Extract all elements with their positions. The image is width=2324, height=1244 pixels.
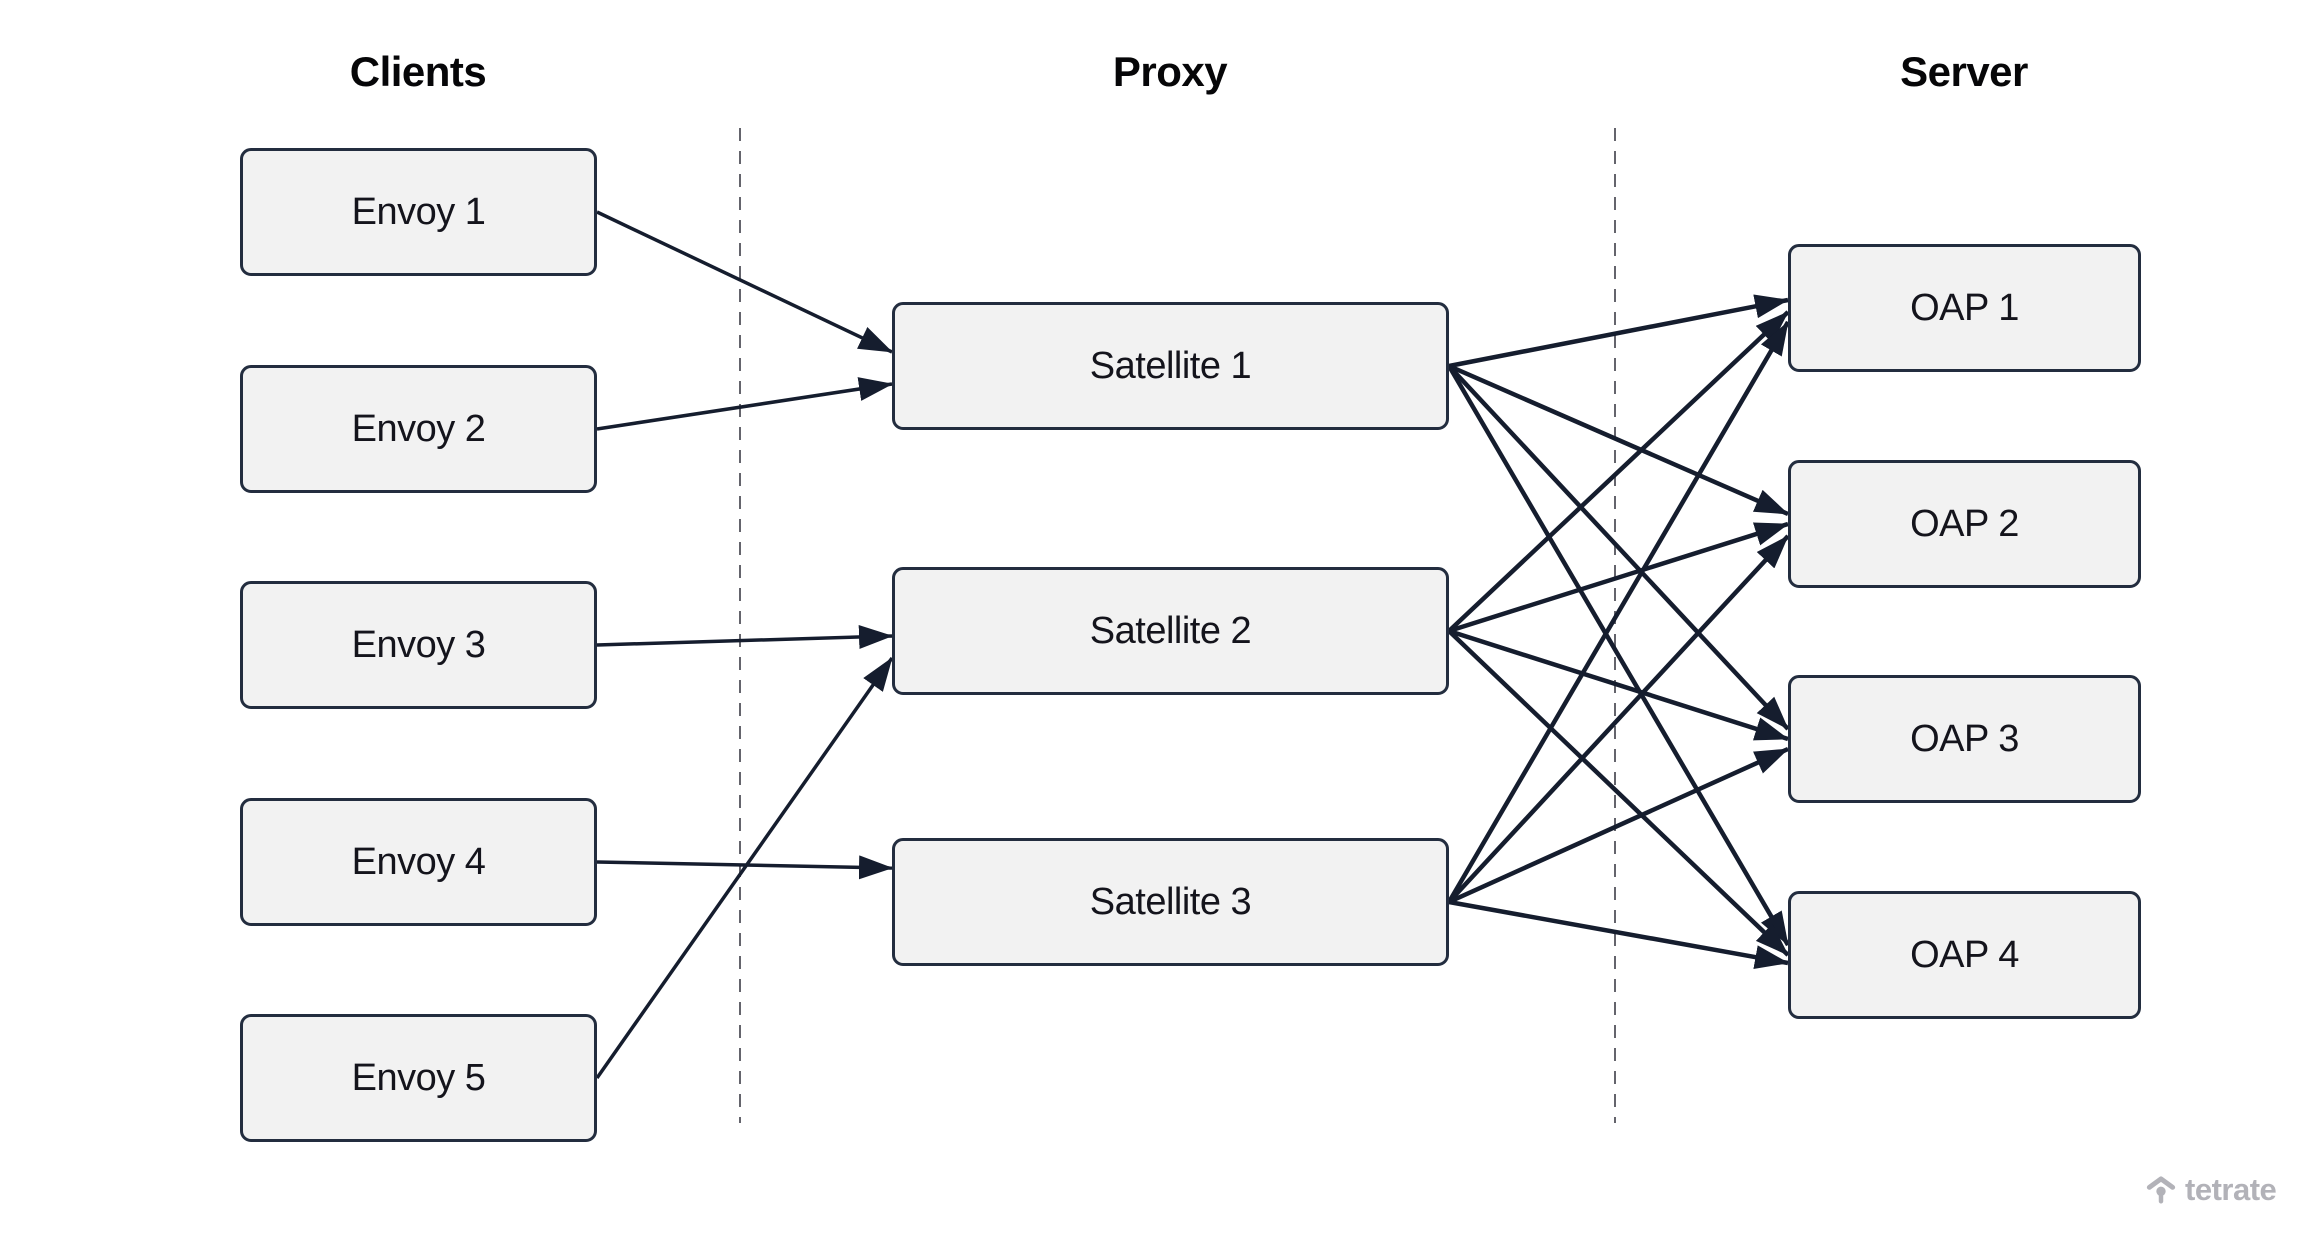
node-oap-1: OAP 1 [1788,244,2141,372]
node-satellite-2: Satellite 2 [892,567,1449,695]
node-envoy-2-label: Envoy 2 [351,407,486,450]
edge-envoy1-to-sat1 [596,210,893,354]
edge-sat2-to-oap2 [1448,521,1789,634]
edge-sat2-to-oap3 [1448,628,1789,742]
edge-sat3-to-oap4 [1448,899,1789,969]
node-envoy-1: Envoy 1 [240,148,597,276]
node-oap-1-label: OAP 1 [1910,286,2019,329]
edge-sat3-to-oap2 [1447,534,1790,904]
node-oap-2-label: OAP 2 [1910,502,2019,545]
node-envoy-1-label: Envoy 1 [351,190,486,233]
node-satellite-3: Satellite 3 [892,838,1449,966]
edge-sat1-to-oap3 [1447,364,1790,731]
node-satellite-2-label: Satellite 2 [1089,609,1252,652]
node-envoy-4-label: Envoy 4 [351,840,486,883]
node-envoy-5-label: Envoy 5 [351,1056,486,1099]
node-oap-3-label: OAP 3 [1910,717,2019,760]
edge-sat3-to-oap1 [1447,320,1790,904]
column-header-server: Server [1900,48,2028,95]
column-header-proxy: Proxy [1112,48,1228,95]
edge-sat1-to-oap4 [1447,364,1790,947]
edge-sat1-to-oap2 [1448,363,1789,517]
edge-envoy5-to-sat2 [595,656,894,1080]
node-envoy-3: Envoy 3 [240,581,597,709]
node-envoy-5: Envoy 5 [240,1014,597,1142]
node-oap-2: OAP 2 [1788,460,2141,588]
edge-envoy3-to-sat2 [596,625,893,650]
column-header-clients: Clients [349,48,487,95]
edge-sat3-to-oap3 [1448,746,1789,905]
node-oap-4: OAP 4 [1788,891,2141,1019]
edge-sat1-to-oap1 [1448,294,1789,369]
edge-sat2-to-oap4 [1447,629,1790,957]
tetrate-wordmark: tetrate [2185,1172,2277,1207]
node-envoy-2: Envoy 2 [240,365,597,493]
tetrate-logo: tetrate [2144,1172,2277,1208]
node-satellite-3-label: Satellite 3 [1089,880,1252,923]
edge-envoy2-to-sat1 [596,377,893,431]
node-oap-3: OAP 3 [1788,675,2141,803]
node-envoy-4: Envoy 4 [240,798,597,926]
edge-sat2-to-oap1 [1447,310,1790,633]
node-oap-4-label: OAP 4 [1910,933,2019,976]
node-envoy-3-label: Envoy 3 [351,623,486,666]
tetrate-icon [2146,1176,2176,1204]
node-satellite-1-label: Satellite 1 [1089,344,1252,387]
node-satellite-1: Satellite 1 [892,302,1449,430]
